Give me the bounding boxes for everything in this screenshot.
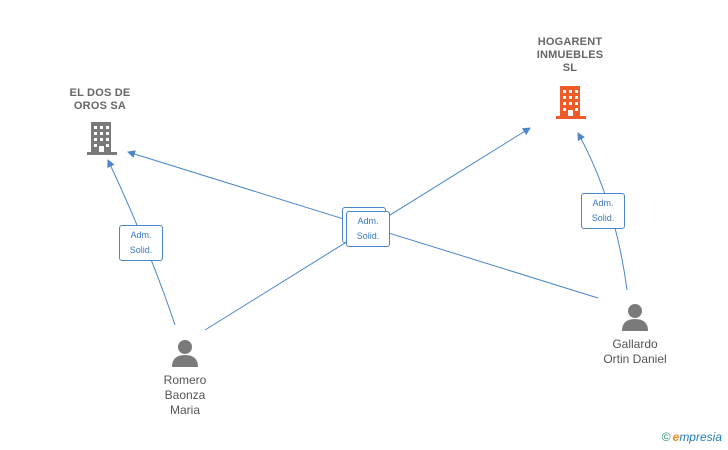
company-name-line: HOGARENT: [537, 36, 603, 48]
person-name-line: Romero: [163, 373, 207, 387]
company-name-eldos: EL DOS DE OROS SA: [55, 87, 145, 113]
relation-label: Adm.: [357, 216, 379, 226]
company-name-hogarent: HOGARENT INMUEBLES SL: [520, 36, 620, 75]
person-name-line: Ortin Daniel: [603, 352, 667, 366]
person-name-gallardo: Gallardo Ortin Daniel: [585, 337, 685, 367]
company-name-line: SL: [562, 62, 578, 74]
relation-badge-adm-solid[interactable]: Adm. Solid.: [346, 211, 390, 247]
company-name-line: OROS SA: [73, 100, 127, 112]
relation-badge-adm-solid[interactable]: Adm. Solid.: [119, 225, 163, 261]
relation-badge-adm-solid[interactable]: Adm. Solid.: [581, 193, 625, 229]
person-name-romero: Romero Baonza Maria: [140, 373, 230, 418]
person-name-line: Maria: [169, 403, 200, 417]
relation-label: Solid.: [591, 213, 615, 223]
person-name-line: Baonza: [164, 388, 206, 402]
building-icon[interactable]: [85, 120, 119, 156]
person-name-line: Gallardo: [612, 337, 658, 351]
brand-name: mpresia: [679, 430, 722, 444]
building-icon[interactable]: [554, 84, 588, 120]
relation-label: Solid.: [129, 245, 153, 255]
company-name-line: EL DOS DE: [69, 87, 131, 99]
relation-label: Adm.: [592, 198, 614, 208]
empresia-logo[interactable]: ©empresia: [662, 430, 722, 444]
copyright-symbol: ©: [661, 430, 671, 444]
person-icon[interactable]: [620, 302, 650, 332]
company-name-line: INMUEBLES: [536, 49, 604, 61]
person-icon[interactable]: [170, 338, 200, 368]
brand-initial: e: [672, 430, 680, 444]
relation-label: Solid.: [356, 231, 380, 241]
relation-label: Adm.: [130, 230, 152, 240]
